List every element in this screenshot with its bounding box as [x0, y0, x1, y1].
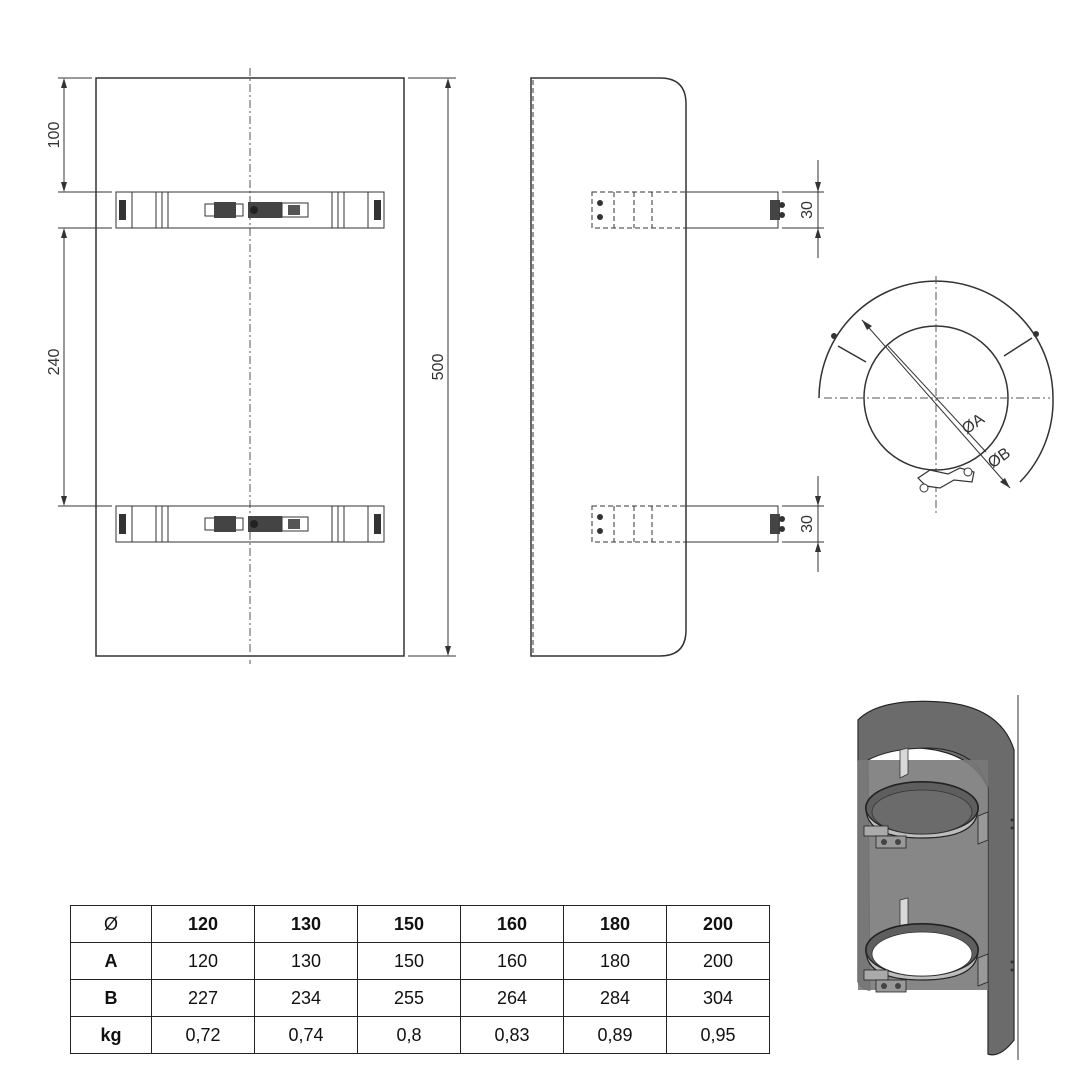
dim-30-upper: 30: [782, 160, 824, 258]
table-cell: 284: [563, 979, 667, 1017]
table-cell: 0,74: [254, 1016, 358, 1054]
table-cell: 0,8: [357, 1016, 461, 1054]
table-row-label: kg: [70, 1016, 152, 1054]
table-cell: 0,72: [151, 1016, 255, 1054]
dim-label-diameter-a: ØA: [959, 411, 988, 438]
table-corner-symbol: Ø: [70, 905, 152, 943]
table-cell: 304: [666, 979, 770, 1017]
dim-label-30-lower: 30: [799, 515, 816, 533]
table-cell: 227: [151, 979, 255, 1017]
side-lower-strap: [591, 505, 785, 543]
table-row: B 227 234 255 264 284 304: [70, 979, 770, 1017]
dim-30-lower: 30: [782, 476, 824, 572]
table-cell: 234: [254, 979, 358, 1017]
table-header-cell: 150: [357, 905, 461, 943]
top-view: ØA ØB: [818, 276, 1054, 516]
table-cell: 264: [460, 979, 564, 1017]
front-lower-bracket: [115, 505, 385, 543]
dim-label-240: 240: [46, 349, 63, 376]
specification-table: Ø 120 130 150 160 180 200 A 120 130 150 …: [70, 905, 770, 1054]
table-row: A 120 130 150 160 180 200: [70, 942, 770, 980]
front-upper-bracket: [115, 191, 385, 229]
dim-240: 240: [46, 227, 112, 507]
dim-500: 500: [408, 77, 456, 657]
isometric-view: [857, 695, 1019, 1060]
iso-upper-clamp: [863, 825, 907, 849]
side-view: 30 30: [530, 77, 824, 657]
table-header-cell: 160: [460, 905, 564, 943]
table-header-row: Ø 120 130 150 160 180 200: [70, 905, 770, 943]
dim-label-diameter-b: ØB: [985, 445, 1014, 472]
table-header-cell: 120: [151, 905, 255, 943]
top-view-shield-right: [1019, 397, 1054, 483]
front-view-outline: [95, 77, 405, 657]
table-header-cell: 180: [563, 905, 667, 943]
table-cell: 160: [460, 942, 564, 980]
iso-lower-clamp: [863, 969, 907, 993]
table-cell: 200: [666, 942, 770, 980]
dim-label-100: 100: [46, 122, 63, 149]
dim-100: 100: [46, 77, 112, 193]
front-view: 100 240 500: [46, 68, 456, 664]
side-upper-strap: [591, 191, 785, 229]
table-row-label: B: [70, 979, 152, 1017]
side-view-outline: [530, 77, 687, 657]
top-view-clamp: [917, 467, 975, 493]
table-row: kg 0,72 0,74 0,8 0,83 0,89 0,95: [70, 1016, 770, 1054]
table-header-cell: 130: [254, 905, 358, 943]
table-cell: 0,83: [460, 1016, 564, 1054]
table-cell: 120: [151, 942, 255, 980]
table-cell: 0,95: [666, 1016, 770, 1054]
table-row-label: A: [70, 942, 152, 980]
dim-label-30-upper: 30: [799, 201, 816, 219]
dim-label-500: 500: [430, 354, 447, 381]
table-cell: 0,89: [563, 1016, 667, 1054]
table-cell: 130: [254, 942, 358, 980]
table-cell: 180: [563, 942, 667, 980]
table-header-cell: 200: [666, 905, 770, 943]
table-cell: 255: [357, 979, 461, 1017]
table-cell: 150: [357, 942, 461, 980]
